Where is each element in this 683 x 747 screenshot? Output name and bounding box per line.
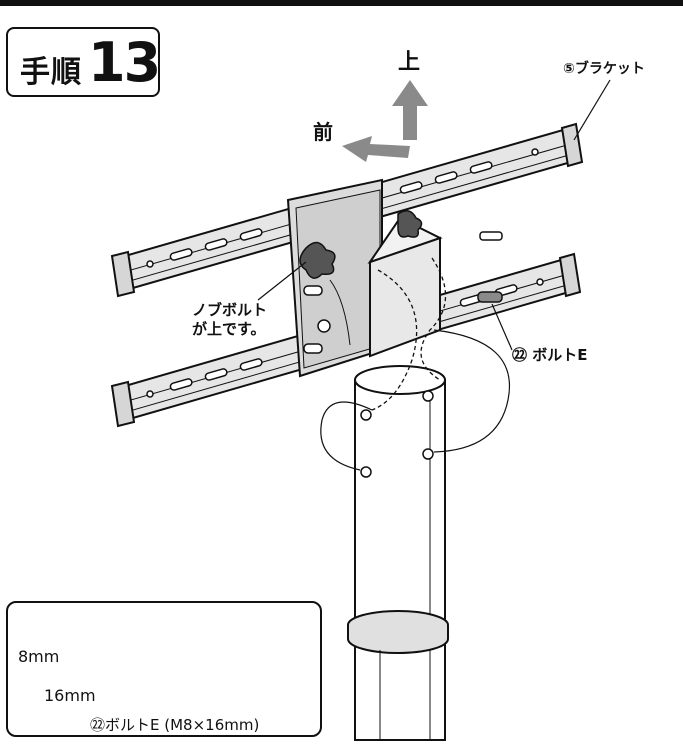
step-word: 手順 <box>20 55 82 90</box>
knob-bolt-label-line2: が上です。 <box>192 320 266 338</box>
diameter-dimension: 8mm <box>18 647 60 666</box>
up-arrow-icon <box>392 80 428 140</box>
front-direction-label: 前 <box>313 120 333 144</box>
bolt-detail-caption: ㉒ボルトE (M8×16mm) <box>90 716 260 734</box>
step-number: 13 <box>88 31 161 94</box>
header-rule <box>0 0 683 6</box>
length-dimension: 16mm <box>44 686 96 705</box>
mounting-block <box>286 178 443 378</box>
knob-bolt-icon <box>299 210 423 279</box>
callout-lines <box>257 79 611 351</box>
bolt-heads <box>303 231 503 354</box>
step-badge: 手順 13 <box>6 27 161 97</box>
pole <box>347 365 449 741</box>
bolt-e-label: ㉒ ボルトE <box>512 346 588 364</box>
guide-lines <box>371 257 447 411</box>
leader-curves <box>320 329 510 471</box>
up-direction-label: 上 <box>398 50 421 75</box>
front-arrow-icon <box>342 136 410 162</box>
knob-bolt-label-line1: ノブボルト <box>192 301 268 319</box>
bracket-label: ⑤ブラケット <box>563 61 645 77</box>
bolt-detail-panel: 8mm 16mm ㉒ボルトE (M8×16mm) <box>6 601 322 737</box>
